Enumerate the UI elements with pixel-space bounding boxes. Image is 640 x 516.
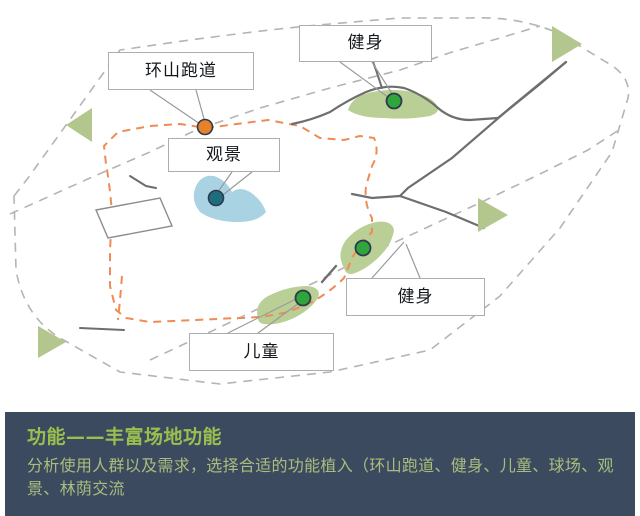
label-gym-right-text: 健身: [397, 286, 434, 307]
label-children-text: 儿童: [243, 341, 280, 362]
label-gym-top[interactable]: 健身: [299, 25, 432, 62]
label-gym-top-text: 健身: [347, 33, 384, 53]
label-viewpoint[interactable]: 观景: [168, 138, 280, 172]
label-gym-right[interactable]: 健身: [346, 278, 485, 316]
label-ring-track-text: 环山跑道: [145, 60, 217, 81]
building-outline: [95, 197, 173, 239]
lower-ridge-dashed-line: [149, 127, 623, 361]
label-children[interactable]: 儿童: [189, 333, 334, 371]
gym-top-marker: [385, 92, 403, 110]
entry-arrow-top-right: [552, 26, 582, 62]
caption-panel: 功能——丰富场地功能 分析使用人群以及需求，选择合适的功能植入（环山跑道、健身、…: [5, 412, 635, 516]
leader-gym-top-a: [339, 61, 393, 101]
entry-arrow-bottom-left: [38, 326, 66, 358]
road-connector-lower: [320, 264, 338, 284]
label-viewpoint-text: 观景: [206, 144, 242, 165]
caption-body: 分析使用人群以及需求，选择合适的功能植入（环山跑道、健身、儿童、球场、观景、林荫…: [27, 455, 614, 498]
entry-arrow-right: [478, 198, 508, 232]
viewpoint-marker: [207, 189, 225, 207]
children-marker: [294, 289, 312, 307]
leader-ring-track-a: [149, 89, 204, 127]
water-body: [193, 175, 266, 222]
road-branch-south: [398, 194, 486, 230]
caption-title: 功能——丰富场地功能: [27, 426, 223, 448]
green-area-lower: [257, 286, 319, 325]
road-branch-west: [350, 192, 402, 200]
gym-right-marker: [354, 239, 372, 257]
road-southwest-stub: [79, 327, 125, 331]
leader-viewpoint-b: [218, 171, 253, 199]
ring-track-marker: [196, 118, 214, 136]
leader-gym-right-b: [405, 243, 421, 279]
leader-children-a: [227, 295, 303, 334]
site-boundary-dashed: [13, 17, 630, 385]
road-center-spine: [398, 60, 568, 198]
entry-arrow-left: [66, 108, 92, 142]
leader-gym-right-a: [371, 241, 405, 279]
ridge-dashed-line: [9, 25, 541, 215]
site-plan-diagram: 环山跑道 健身 观景 健身 儿童: [9, 17, 630, 385]
road-west-stub: [129, 175, 157, 189]
label-ring-track[interactable]: 环山跑道: [108, 52, 254, 90]
map-canvas: [9, 17, 630, 385]
